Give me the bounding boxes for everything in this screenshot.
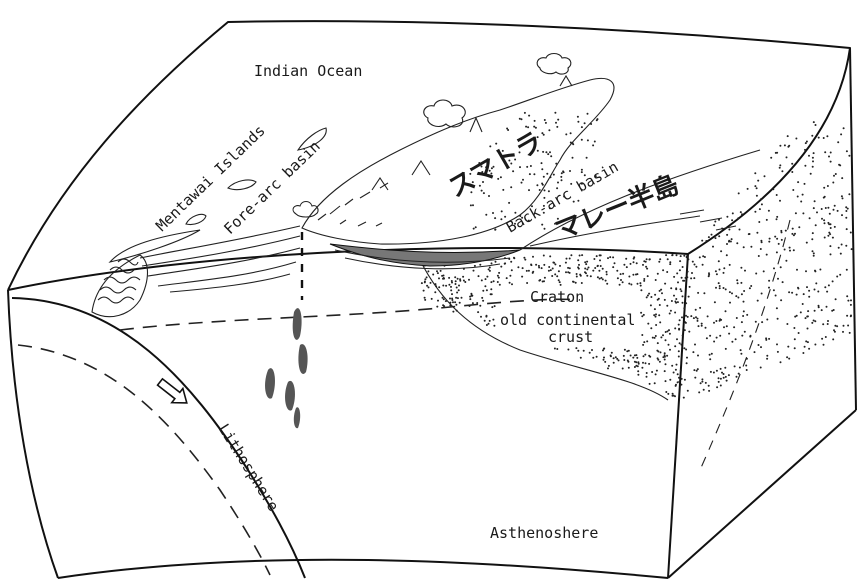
- mentawai-islands: [110, 128, 326, 262]
- label-crust: crust: [548, 328, 593, 346]
- subduction-arrow-icon: [154, 375, 192, 410]
- label-lithosphere: Lithosphere: [215, 421, 283, 515]
- volcano-conduit: [265, 232, 308, 428]
- label-craton: Craton: [530, 288, 584, 306]
- labels: Indian Ocean Mentawai Islands Fore-arc b…: [152, 62, 683, 542]
- magma-blob: [294, 407, 300, 428]
- magma-blob: [298, 344, 307, 374]
- label-sumatra: スマトラ: [444, 126, 548, 204]
- accretionary-prism: [92, 255, 148, 317]
- label-old-continental: old continental: [500, 311, 635, 329]
- magma-blob: [265, 368, 275, 398]
- label-asthenosphere: Asthenoshere: [490, 524, 598, 542]
- label-indian-ocean: Indian Ocean: [254, 62, 362, 80]
- magma-blob: [293, 308, 302, 340]
- lithosphere-slab: [12, 298, 305, 578]
- magma-blob: [285, 381, 295, 411]
